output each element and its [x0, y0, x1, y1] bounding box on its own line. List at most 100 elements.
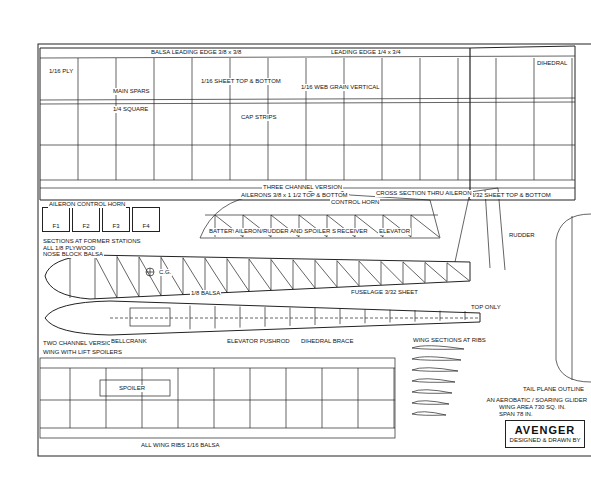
plan-note: CROSS SECTION THRU AILERON: [375, 190, 473, 197]
structure-line: [340, 309, 341, 325]
structure-line: [306, 58, 307, 180]
structure-line: [425, 262, 447, 281]
structure-line: [365, 309, 366, 323]
structure-line: [227, 259, 228, 293]
plan-note: NOSE BLOCK BALSA: [42, 251, 104, 258]
former-template: F2: [72, 207, 100, 232]
structure-line: [420, 58, 421, 180]
structure-line: [70, 368, 71, 428]
structure-line: [142, 368, 143, 428]
structure-line: [315, 308, 316, 325]
structure-line: [78, 58, 79, 180]
plan-note: SECTIONS AT FORMER STATIONS: [42, 238, 142, 245]
structure-line: [403, 262, 425, 283]
structure-line: [286, 368, 287, 428]
structure-line: [315, 260, 337, 287]
structure-line: [496, 58, 497, 180]
structure-line: [116, 58, 117, 180]
structure-line: [359, 261, 360, 286]
structure-line: [230, 58, 231, 180]
node-text: DESIGNED & DRAWN BY: [508, 437, 582, 444]
structure-line: [106, 368, 107, 428]
structure-line: [359, 261, 381, 285]
plan-note: AN AEROBATIC / SOARING GLIDER: [485, 397, 588, 404]
airfoil-section: [412, 346, 464, 350]
plan-note: RUDDER: [508, 232, 536, 239]
structure-line: [390, 310, 391, 323]
structure-line: [95, 256, 96, 299]
node-text: F3: [104, 223, 128, 230]
structure-line: [337, 261, 359, 286]
plan-note: C.G.: [158, 269, 172, 276]
structure-line: [447, 263, 469, 281]
plan-note: ALL WING RIBS 1/16 BALSA: [140, 442, 220, 449]
structure-line: [215, 306, 216, 328]
plan-note: BALSA LEADING EDGE 3/8 x 3/8: [150, 49, 242, 56]
structure-line: [249, 259, 250, 291]
plan-note: DIHEDRAL BRACE: [300, 338, 354, 345]
plan-note: BATTERY: [208, 228, 237, 235]
plan-note: SPOILER: [118, 385, 146, 392]
plan-note: TAIL PLANE OUTLINE: [522, 386, 585, 393]
structure-line: [458, 58, 459, 180]
structure-line: [192, 58, 193, 180]
plan-note: 1/16 PLY: [48, 68, 74, 75]
plan-note: 1/8 BALSA: [190, 290, 221, 297]
plan-note: ELEVATOR PUSHROD: [226, 338, 291, 345]
airfoil-section: [412, 401, 449, 405]
structure-line: [205, 258, 227, 292]
former-template: F3: [102, 207, 130, 232]
plan-note: MAIN SPARS: [112, 88, 151, 95]
structure-line: [227, 259, 249, 292]
plan-note: RECEIVER: [336, 228, 369, 235]
structure-line: [154, 58, 155, 180]
structure-line: [381, 262, 403, 284]
structure-line: [440, 311, 441, 321]
structure-line: [381, 262, 382, 285]
airfoil-section: [412, 412, 446, 416]
airfoil-section: [412, 368, 458, 372]
plan-note: BELLCRANK: [110, 338, 148, 345]
structure-line: [394, 368, 395, 428]
plan-note: WING SECTIONS AT RIBS: [412, 337, 487, 344]
structure-line: [411, 215, 439, 237]
plan-note: LEADING EDGE 1/4 x 3/4: [330, 49, 402, 56]
plan-note: TOP ONLY: [470, 304, 502, 311]
structure-line: [190, 306, 191, 330]
structure-line: [534, 58, 535, 180]
plan-note: ELEVATOR: [378, 228, 411, 235]
structure-line: [139, 257, 140, 297]
structure-line: [322, 368, 323, 428]
plan-note: 1/16 SHEET TOP & BOTTOM: [200, 78, 282, 85]
plan-note: THREE CHANNEL VERSION: [262, 184, 343, 191]
plan-note: TWO CHANNEL VERSION: [42, 340, 117, 347]
structure-line: [403, 262, 404, 284]
structure-line: [117, 257, 118, 298]
structure-line: [117, 257, 139, 297]
former-template: F4: [132, 207, 160, 232]
plan-note: DIHEDRAL: [536, 60, 568, 67]
structure-line: [290, 308, 291, 326]
former-template: F1: [42, 207, 70, 232]
structure-line: [425, 262, 426, 282]
plan-note: FUSELAGE 3/32 SHEET: [350, 289, 419, 296]
plan-note: WING WITH LIFT SPOILERS: [42, 349, 123, 356]
airfoil-section: [412, 390, 452, 394]
structure-line: [271, 259, 293, 289]
structure-line: [271, 259, 272, 290]
structure-line: [205, 258, 206, 293]
airfoil-section: [412, 357, 461, 361]
structure-line: [447, 263, 448, 282]
structure-line: [161, 257, 162, 295]
structure-line: [465, 311, 466, 320]
plan-title: AVENGER: [508, 424, 582, 437]
structure-line: [250, 368, 251, 428]
structure-line: [572, 58, 573, 180]
plan-note: WING AREA 730 SQ. IN.: [498, 404, 567, 411]
structure-line: [293, 260, 294, 289]
structure-line: [315, 260, 316, 288]
structure-line: [337, 261, 338, 287]
plan-note: 1/16 WEB GRAIN VERTICAL: [300, 84, 381, 91]
structure-line: [344, 58, 345, 180]
